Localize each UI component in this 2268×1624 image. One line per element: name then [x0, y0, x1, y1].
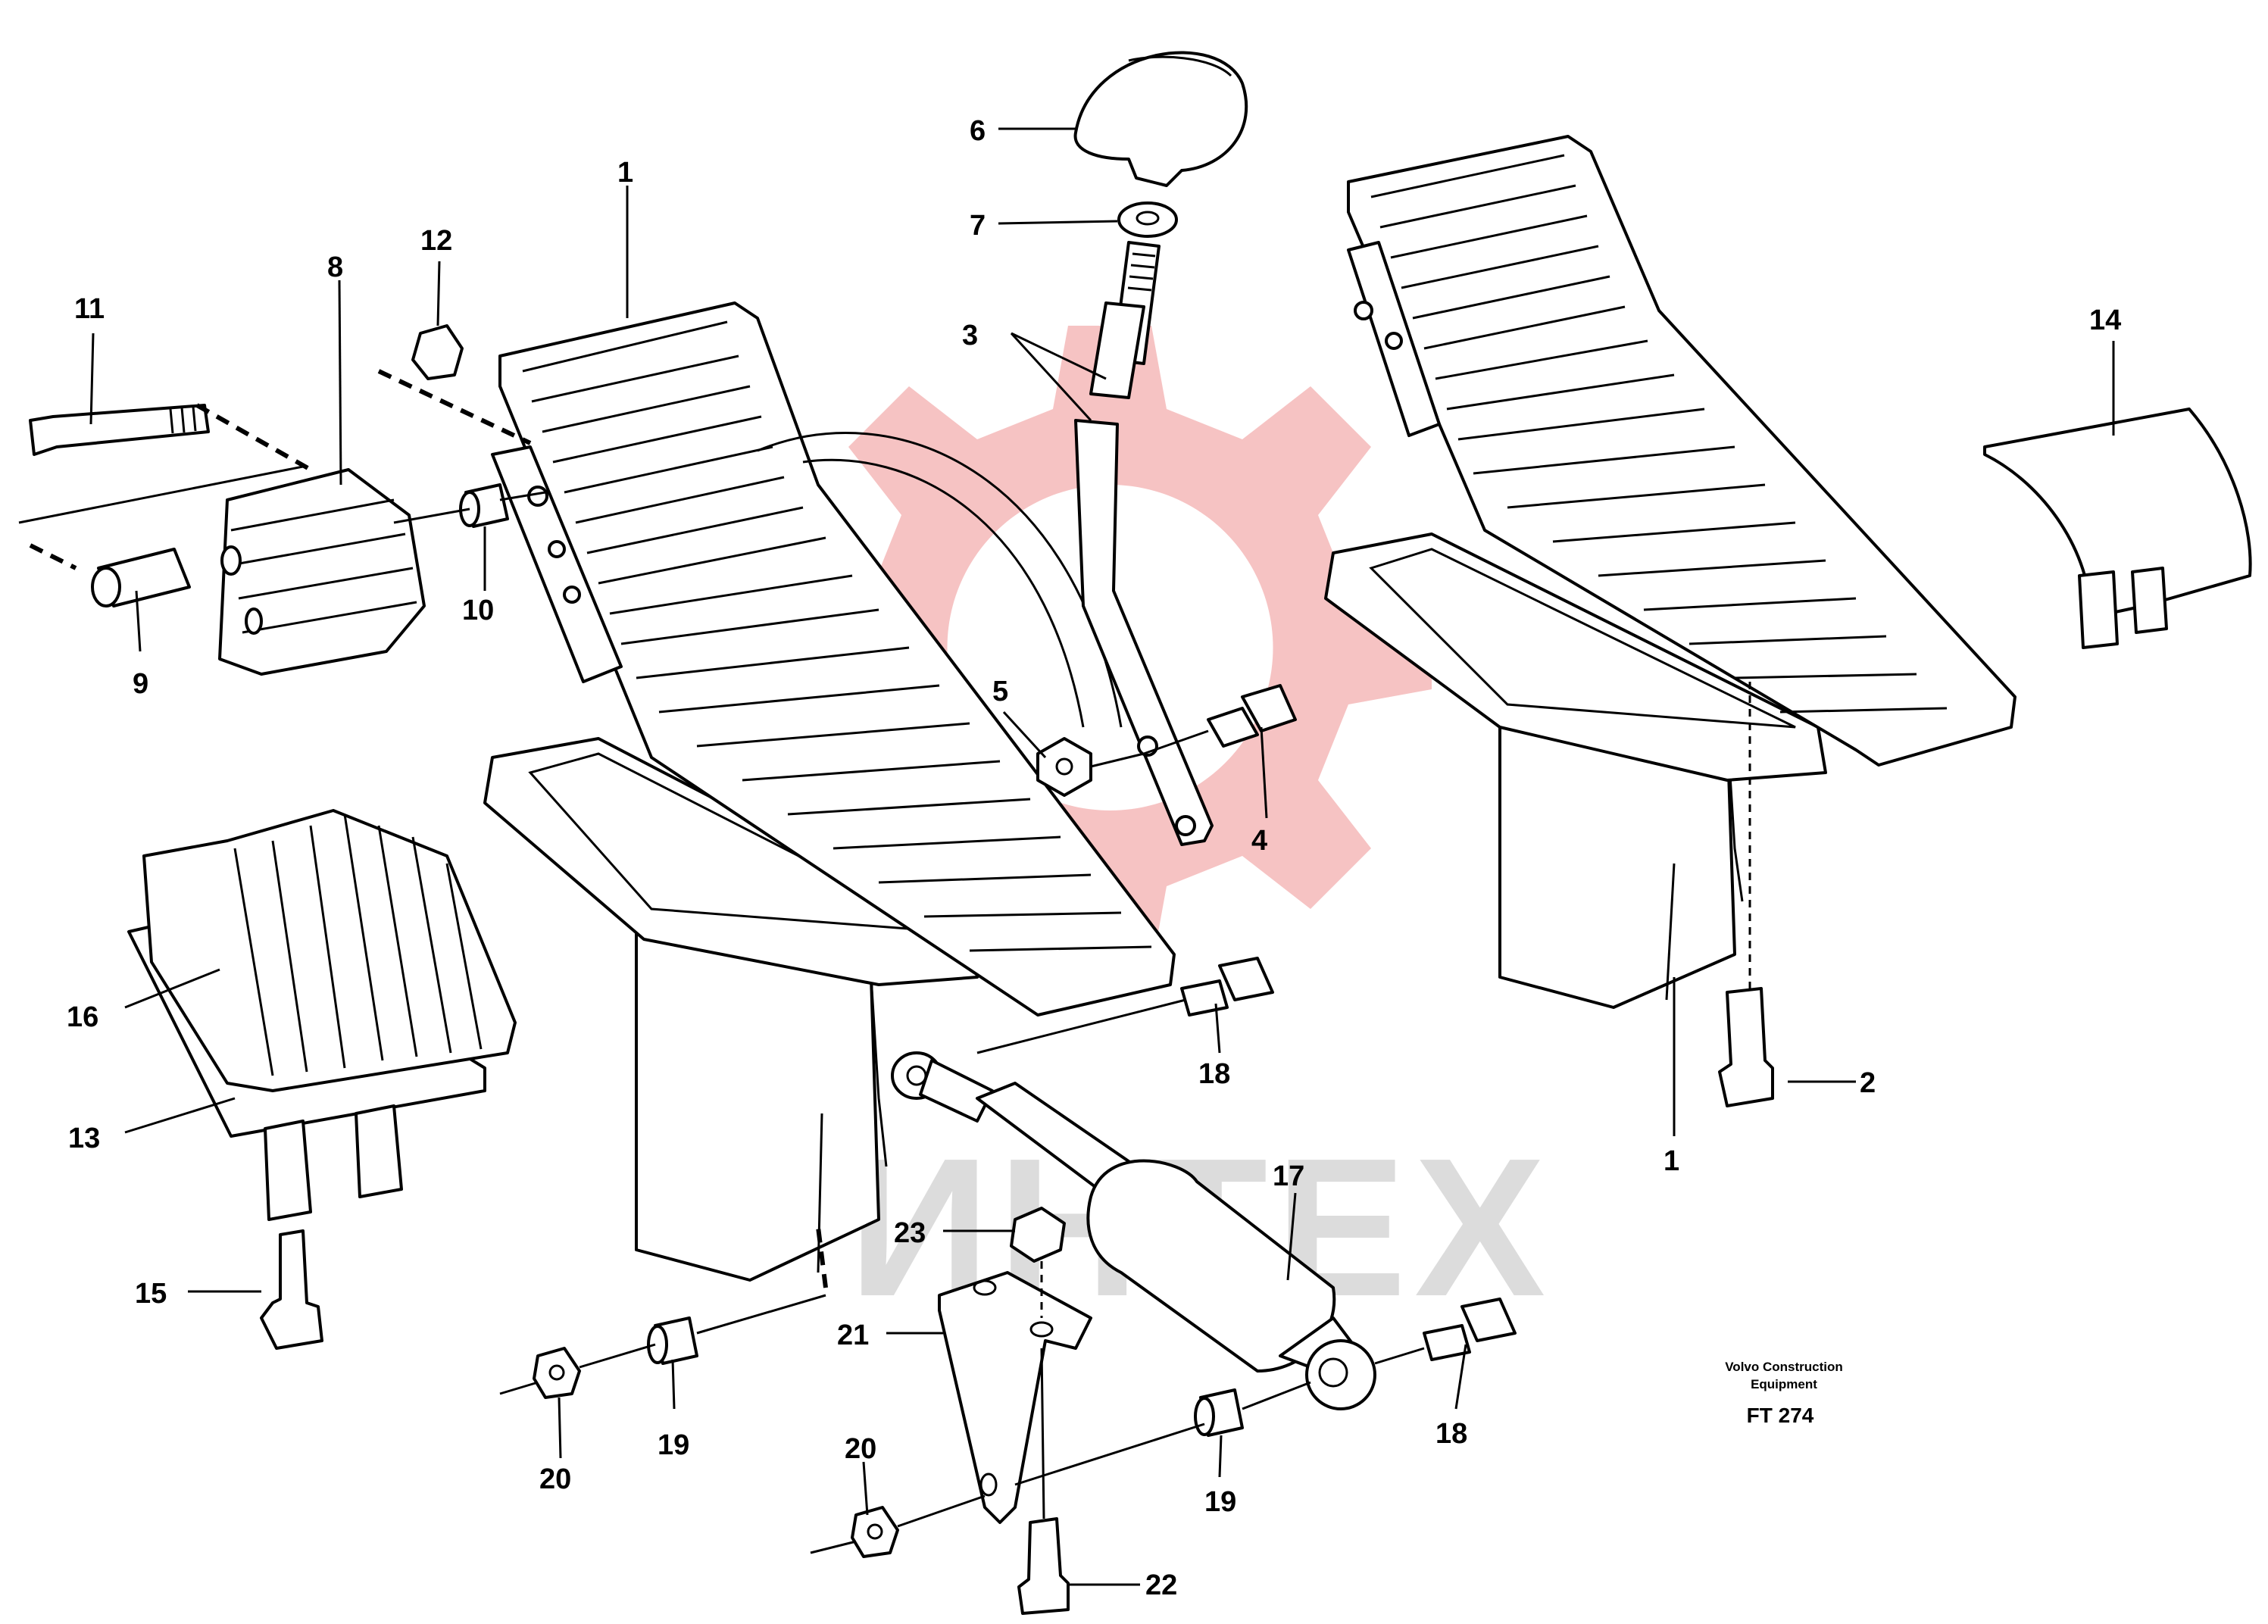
part-20-nut-left	[533, 1347, 581, 1399]
caption-line-1: Volvo Construction	[1725, 1360, 1843, 1374]
leader-lines	[89, 127, 2115, 1586]
part-18-bolt-lower	[1423, 1298, 1517, 1361]
left-pedal-assembly	[483, 301, 1176, 1282]
label-part-19-left: 19	[658, 1429, 689, 1461]
part-7-nut	[1117, 201, 1178, 238]
label-part-5: 5	[992, 676, 1008, 707]
part-12-nut	[411, 324, 464, 380]
label-part-14: 14	[2089, 304, 2121, 336]
part-3-link-bar	[1074, 419, 1214, 846]
label-part-12: 12	[420, 225, 452, 257]
caption-figure-code: FT 274	[1747, 1404, 1814, 1427]
label-part-1-left: 1	[617, 157, 633, 189]
label-part-11: 11	[74, 293, 105, 325]
linkage-parts	[1036, 51, 1297, 846]
part-11-bolt	[29, 404, 210, 456]
part-14-cover	[1983, 408, 2252, 649]
left-pedal-base-plate	[483, 737, 979, 986]
label-part-6: 6	[970, 115, 986, 147]
part-8-block	[218, 468, 426, 676]
label-part-1-right: 1	[1664, 1145, 1679, 1177]
label-part-16: 16	[67, 1001, 98, 1033]
part-22-bolt	[1017, 1517, 1070, 1615]
label-part-20-left: 20	[539, 1463, 571, 1495]
part-17-gas-strut	[891, 1051, 1376, 1410]
label-part-8: 8	[327, 251, 343, 283]
label-part-15: 15	[135, 1278, 167, 1310]
label-part-17: 17	[1273, 1160, 1304, 1192]
label-part-10: 10	[462, 595, 494, 626]
part-23-nut	[1010, 1207, 1066, 1263]
part-16-boot	[142, 809, 517, 1092]
part-5-nut	[1036, 737, 1092, 797]
left-pedal-housing	[635, 930, 880, 1282]
label-part-23: 23	[894, 1217, 926, 1249]
part-18-bolt-upper	[1180, 957, 1274, 1017]
right-pedal-assembly	[1324, 135, 2017, 1009]
label-part-3: 3	[962, 320, 978, 351]
label-part-4: 4	[1251, 825, 1267, 857]
part-20-nut-right	[851, 1506, 899, 1558]
caption-line-2: Equipment	[1751, 1377, 1817, 1391]
label-part-20-right: 20	[845, 1433, 876, 1465]
label-part-18-upper: 18	[1198, 1058, 1230, 1090]
part-2-bolt	[1718, 987, 1774, 1107]
label-part-13: 13	[68, 1123, 100, 1154]
label-part-9: 9	[133, 668, 148, 700]
part-6-knob	[1073, 51, 1248, 187]
part-4-bolt	[1207, 684, 1297, 748]
caption-block: Volvo Construction Equipment FT 274	[1725, 1360, 1843, 1427]
part-21-bracket	[938, 1271, 1092, 1524]
label-part-18-lower: 18	[1435, 1418, 1467, 1450]
label-part-2: 2	[1860, 1067, 1876, 1099]
left-small-parts	[18, 324, 546, 676]
label-part-22: 22	[1145, 1569, 1177, 1601]
part-15-bolt	[260, 1229, 323, 1350]
part-labels: 1 1 2 3 4 5 6 7 8 9 10 11 12 13 14 15 16…	[67, 115, 2121, 1601]
label-part-7: 7	[970, 210, 986, 242]
label-part-19-right: 19	[1204, 1486, 1236, 1518]
part-16-boot-assembly	[127, 809, 517, 1221]
label-part-21: 21	[837, 1320, 869, 1351]
